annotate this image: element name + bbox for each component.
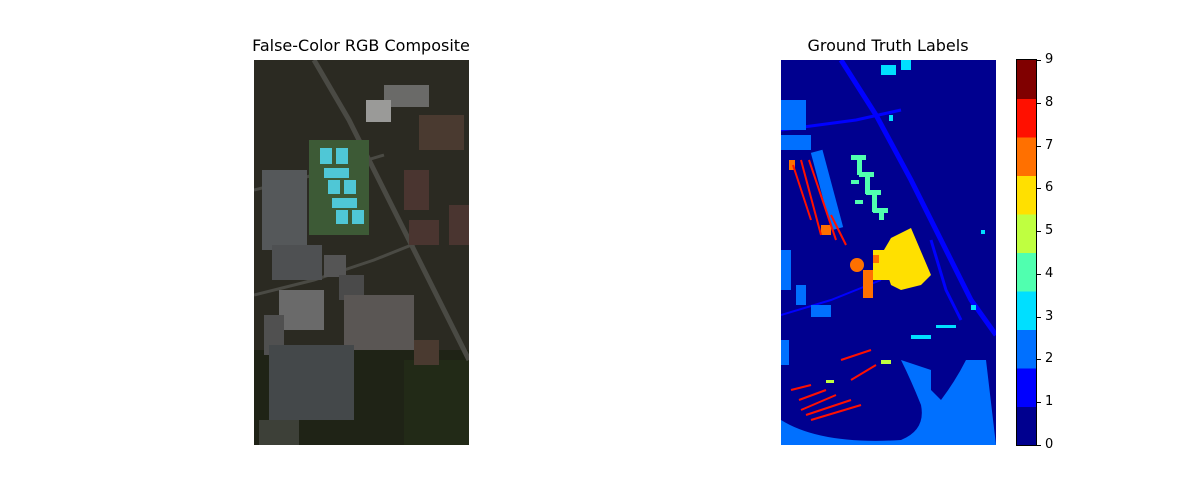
colorbar-tick-label-4: 4 bbox=[1045, 266, 1054, 281]
colorbar-tick-label-9: 9 bbox=[1045, 52, 1054, 67]
colorbar-tick-4 bbox=[1036, 274, 1041, 275]
colorbar-tick-label-0: 0 bbox=[1045, 437, 1054, 452]
colorbar-tick-6 bbox=[1036, 188, 1041, 189]
ground-truth-title: Ground Truth Labels bbox=[807, 36, 969, 55]
rgb-composite-title: False-Color RGB Composite bbox=[252, 36, 470, 55]
ground-truth-map bbox=[781, 60, 996, 445]
colorbar-segment-9 bbox=[1017, 60, 1036, 99]
colorbar-tick-8 bbox=[1036, 103, 1041, 104]
colorbar-tick-label-1: 1 bbox=[1045, 394, 1054, 409]
colorbar-segment-5 bbox=[1017, 214, 1036, 253]
colorbar-tick-9 bbox=[1036, 60, 1041, 61]
colorbar-tick-3 bbox=[1036, 317, 1041, 318]
colorbar-tick-1 bbox=[1036, 402, 1041, 403]
colorbar-segment-8 bbox=[1017, 98, 1036, 138]
colorbar-tick-7 bbox=[1036, 146, 1041, 147]
colorbar-tick-label-5: 5 bbox=[1045, 223, 1054, 238]
colorbar-tick-label-6: 6 bbox=[1045, 180, 1054, 195]
colorbar-tick-0 bbox=[1036, 445, 1041, 446]
colorbar-tick-label-8: 8 bbox=[1045, 95, 1054, 110]
colorbar-segment-3 bbox=[1017, 291, 1036, 330]
colorbar-tick-label-3: 3 bbox=[1045, 309, 1054, 324]
colorbar-segment-6 bbox=[1017, 175, 1036, 215]
colorbar-tick-5 bbox=[1036, 231, 1041, 232]
colorbar-segment-4 bbox=[1017, 252, 1036, 292]
colorbar-tick-label-7: 7 bbox=[1045, 138, 1054, 153]
rgb-composite-image bbox=[254, 60, 469, 445]
colorbar-segment-0 bbox=[1017, 406, 1036, 445]
colorbar bbox=[1016, 59, 1037, 446]
colorbar-tick-label-2: 2 bbox=[1045, 351, 1054, 366]
colorbar-segment-1 bbox=[1017, 368, 1036, 407]
colorbar-segment-7 bbox=[1017, 137, 1036, 176]
colorbar-segment-2 bbox=[1017, 329, 1036, 369]
colorbar-tick-2 bbox=[1036, 359, 1041, 360]
